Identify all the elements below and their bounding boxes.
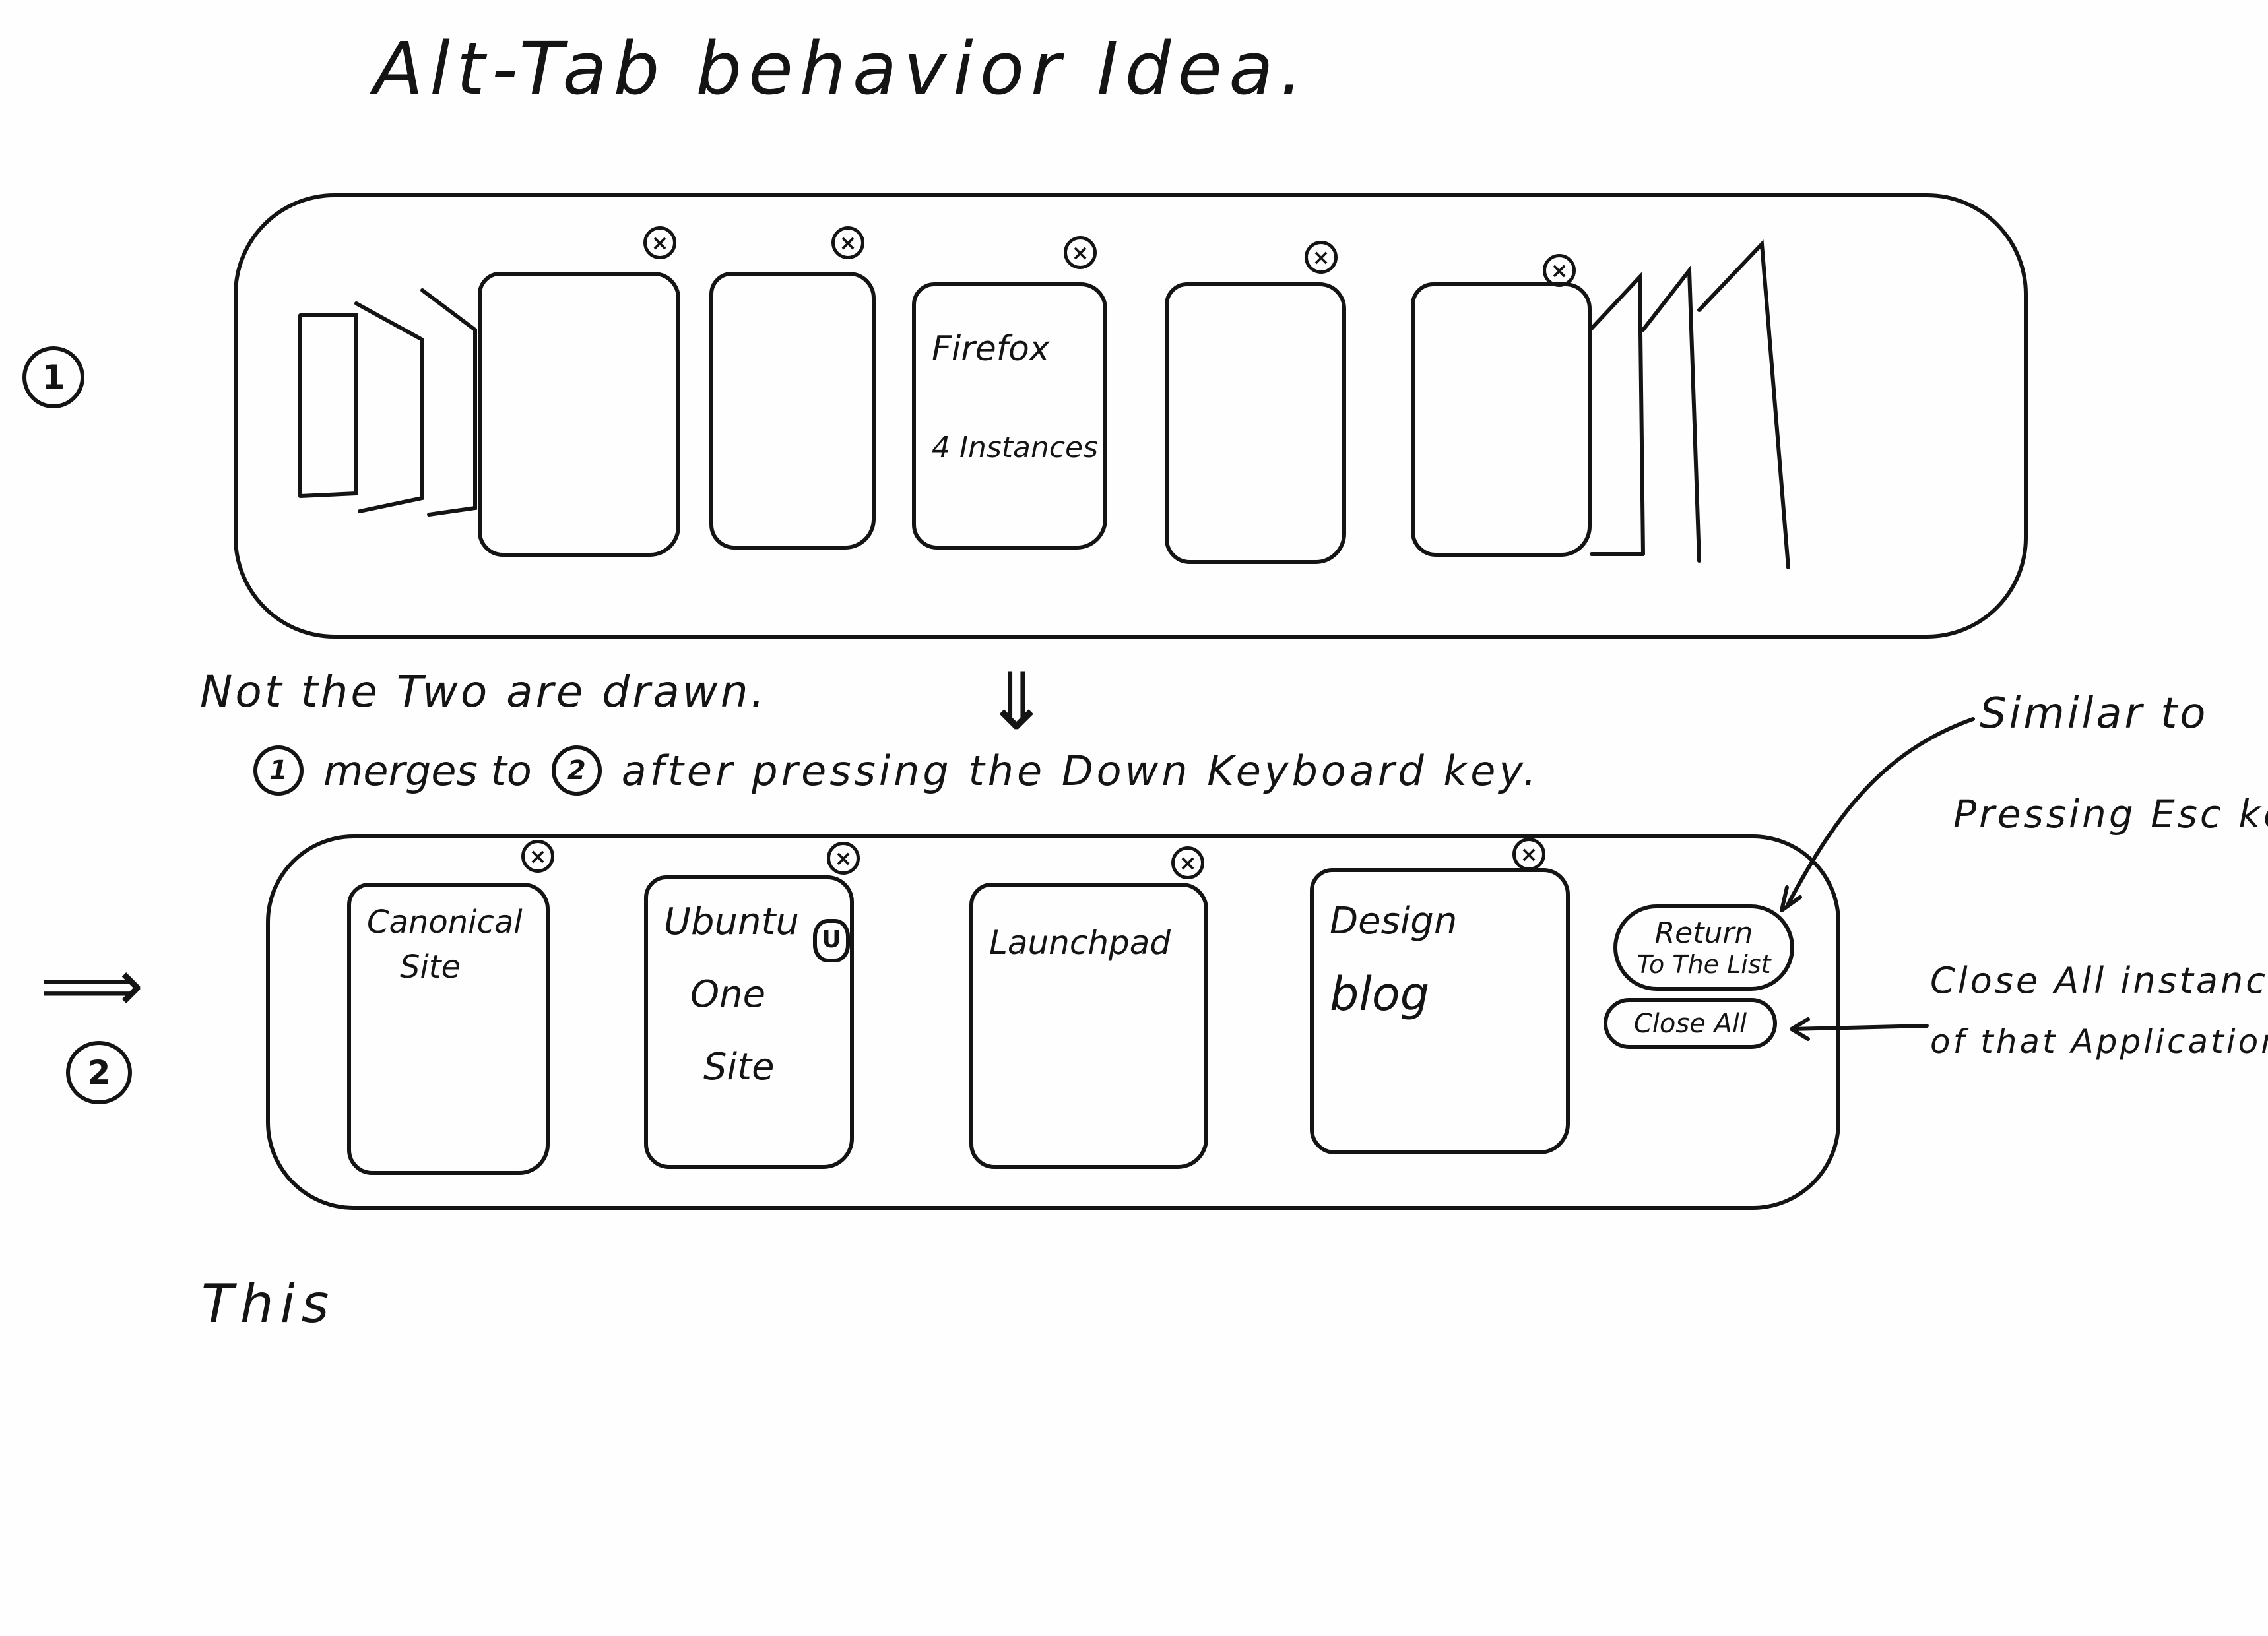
panel-2-outline: [266, 834, 1840, 1210]
close-icon[interactable]: ×: [1064, 236, 1097, 269]
arrow-close-note: [1790, 1017, 1929, 1041]
return-to-list-button[interactable]: Return To The List: [1613, 904, 1794, 991]
state-1-ref: 1: [253, 745, 304, 796]
close-icon[interactable]: ×: [1512, 838, 1545, 871]
annotation-close: of that Application: [1930, 1022, 2268, 1061]
page-title: Alt-Tab behavior Idea.: [373, 26, 1310, 111]
note-text: after pressing the Down Keyboard key.: [621, 746, 1540, 795]
annotation-close: Close All instances: [1930, 960, 2268, 1001]
pointer-arrow-icon: ⟹: [40, 943, 146, 1028]
card-title: Canonical: [367, 904, 523, 941]
instance-card-design-blog[interactable]: Design blog: [1310, 868, 1570, 1154]
close-icon[interactable]: ×: [1305, 241, 1338, 274]
stacked-windows-right: [1588, 239, 1790, 569]
close-icon[interactable]: ×: [831, 226, 864, 259]
card-subtitle: blog: [1330, 967, 1430, 1021]
ubuntu-one-logo-icon: U: [813, 919, 850, 962]
state-2-ref: 2: [551, 745, 602, 796]
button-label: Return: [1654, 916, 1753, 950]
arrow-return-note: [1786, 717, 1975, 906]
note-not-drawn: Not the Two are drawn.: [200, 666, 767, 717]
note-merge: 1 merges to 2 after pressing the Down Ke…: [253, 745, 1539, 796]
note-text: merges to: [323, 746, 532, 795]
card-title: Ubuntu: [664, 900, 799, 943]
window-card[interactable]: [1165, 282, 1346, 564]
close-icon[interactable]: ×: [1543, 254, 1576, 287]
card-title: Design: [1330, 900, 1458, 943]
state-2-label: 2: [66, 1041, 132, 1104]
panel-1-outline: [234, 193, 2028, 639]
state-1-label: 1: [22, 346, 84, 408]
window-card-firefox[interactable]: Firefox 4 Instances: [912, 282, 1107, 550]
annotation-return: Similar to: [1980, 689, 2209, 738]
instance-count: 4 Instances: [932, 431, 1099, 464]
card-subtitle: Site: [400, 949, 461, 986]
card-subtitle: One: [690, 973, 766, 1016]
close-icon[interactable]: ×: [643, 226, 676, 259]
footer-note: This: [201, 1273, 336, 1335]
card-label: Ubuntu One Site: [664, 886, 799, 1104]
window-card[interactable]: [1411, 282, 1592, 557]
close-icon[interactable]: ×: [827, 842, 860, 875]
card-label: Design blog: [1330, 885, 1457, 1030]
card-subtitle: Site: [703, 1046, 775, 1088]
stacked-windows-left: [298, 288, 477, 517]
annotation-return: Pressing Esc key: [1953, 792, 2268, 836]
instance-card-ubuntu-one[interactable]: Ubuntu One Site U: [644, 875, 854, 1169]
button-label: To The List: [1636, 950, 1771, 979]
window-card[interactable]: [478, 272, 680, 557]
down-arrow-icon: ⇓: [983, 656, 1053, 748]
card-title: Launchpad: [989, 924, 1171, 962]
close-icon[interactable]: ×: [1171, 846, 1204, 879]
card-label: Canonical Site: [367, 900, 523, 990]
card-label: Firefox 4 Instances: [932, 299, 1098, 497]
close-all-button[interactable]: Close All: [1604, 998, 1777, 1049]
instance-card-canonical[interactable]: Canonical Site: [347, 883, 550, 1175]
window-card[interactable]: [709, 272, 876, 550]
close-icon[interactable]: ×: [521, 840, 554, 873]
card-title: Firefox: [932, 329, 1050, 369]
instance-card-launchpad[interactable]: Launchpad: [969, 883, 1208, 1169]
